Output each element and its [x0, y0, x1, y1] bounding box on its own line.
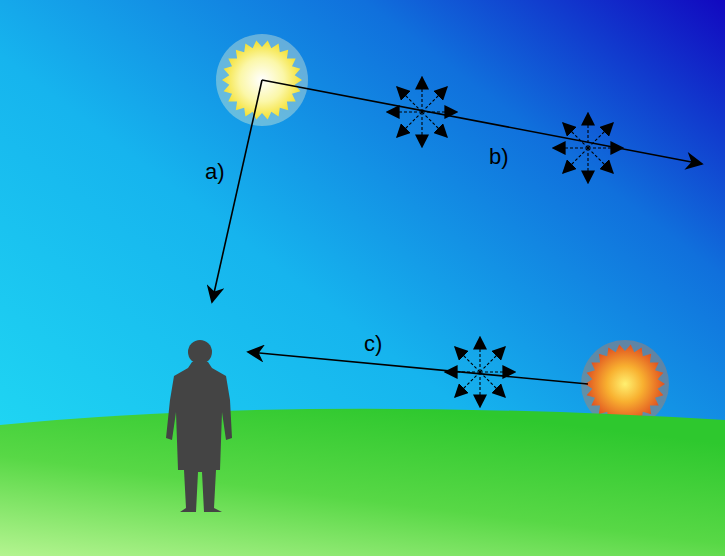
ray-label: c) [364, 333, 382, 355]
ray-label: a) [205, 161, 225, 183]
light-rays [212, 80, 702, 384]
scatter-stars [387, 77, 623, 407]
person-silhouette [166, 340, 232, 512]
ground [0, 409, 725, 556]
ray-label: b) [489, 146, 509, 168]
